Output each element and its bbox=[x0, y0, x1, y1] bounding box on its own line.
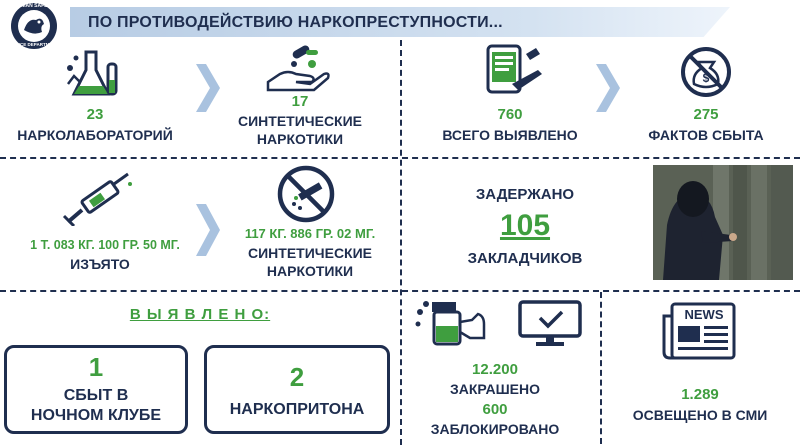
dens-box: 2 НАРКОПРИТОНА bbox=[204, 345, 390, 434]
detected-label: ВСЕГО ВЫЯВЛЕНО bbox=[442, 127, 578, 143]
dealer-photo bbox=[653, 165, 793, 280]
divider-vertical-bottom-right bbox=[600, 292, 602, 444]
dens-value: 2 bbox=[289, 362, 305, 392]
night-club-value: 1 bbox=[88, 352, 104, 382]
chevron-right-icon bbox=[196, 64, 220, 112]
synthetic-label-line1: СИНТЕТИЧЕСКИЕ bbox=[237, 113, 363, 129]
night-club-line2: НОЧНОМ КЛУБЕ bbox=[30, 407, 162, 424]
hand-pills-icon bbox=[266, 44, 332, 92]
media-label: ОСВЕЩЕНО В СМИ bbox=[632, 407, 768, 423]
logo-top-text: HUMAN SAFETY bbox=[14, 3, 54, 9]
logo: HUMAN SAFETY POLICE DEPARTMENT bbox=[6, 2, 62, 50]
painted-label: ЗАКРАШЕНО bbox=[449, 381, 541, 397]
newspaper-icon: NEWS bbox=[662, 302, 738, 362]
monitor-check-icon bbox=[518, 300, 582, 348]
sales-label: ФАКТОВ СБЫТА bbox=[648, 127, 764, 143]
painted-value: 12.200 bbox=[472, 361, 518, 378]
synthetic-seized-label-line1: СИНТЕТИЧЕСКИЕ bbox=[247, 245, 373, 261]
synthetic-seized-label-line2: НАРКОТИКИ bbox=[266, 263, 354, 279]
seized-label: ИЗЪЯТО bbox=[70, 256, 130, 272]
news-word: NEWS bbox=[684, 307, 724, 322]
detained-line2: ЗАКЛАДЧИКОВ bbox=[467, 250, 583, 267]
page-title: ПО ПРОТИВОДЕЙСТВИЮ НАРКОПРЕСТУПНОСТИ... bbox=[88, 14, 503, 31]
logo-bottom-text: POLICE DEPARTMENT bbox=[9, 42, 59, 47]
labs-value: 23 bbox=[86, 106, 104, 123]
detained-line1: ЗАДЕРЖАНО bbox=[475, 186, 575, 203]
media-value: 1.289 bbox=[681, 386, 719, 403]
synthetic-value: 17 bbox=[291, 93, 309, 110]
chevron-right-icon-2 bbox=[596, 64, 620, 112]
detected-value: 760 bbox=[497, 106, 523, 123]
no-drugs-icon bbox=[276, 164, 336, 224]
lab-flasks-icon bbox=[64, 44, 124, 102]
divider-vertical-top bbox=[400, 40, 402, 445]
labs-label: НАРКОЛАБОРАТОРИЙ bbox=[17, 127, 173, 143]
blocked-label: ЗАБЛОКИРОВАНО bbox=[430, 421, 560, 437]
sales-value: 275 bbox=[693, 106, 719, 123]
chevron-right-icon-3 bbox=[196, 204, 220, 256]
revealed-title: В Ы Я В Л Е Н О: bbox=[129, 306, 271, 323]
syringe-icon bbox=[62, 172, 134, 228]
detained-value: 105 bbox=[499, 209, 551, 242]
phone-laptop-icon bbox=[482, 44, 544, 96]
header-bar: ПО ПРОТИВОДЕЙСТВИЮ НАРКОПРЕСТУПНОСТИ... bbox=[70, 7, 730, 37]
synthetic-label-line2: НАРКОТИКИ bbox=[256, 131, 344, 147]
no-money-bag-icon: $ bbox=[680, 46, 732, 98]
synthetic-seized-value: 117 КГ. 886 ГР. 02 МГ. bbox=[244, 226, 376, 241]
spray-can-icon bbox=[414, 298, 492, 348]
night-club-box: 1 СБЫТ В НОЧНОМ КЛУБЕ bbox=[4, 345, 188, 434]
divider-horizontal-1 bbox=[0, 157, 800, 159]
svg-text:$: $ bbox=[703, 71, 710, 85]
dens-label: НАРКОПРИТОНА bbox=[229, 401, 365, 418]
night-club-line1: СБЫТ В bbox=[63, 387, 129, 404]
seized-value: 1 Т. 083 КГ. 100 ГР. 50 МГ. bbox=[30, 238, 180, 252]
blocked-value: 600 bbox=[482, 401, 508, 418]
divider-horizontal-2 bbox=[0, 290, 800, 292]
